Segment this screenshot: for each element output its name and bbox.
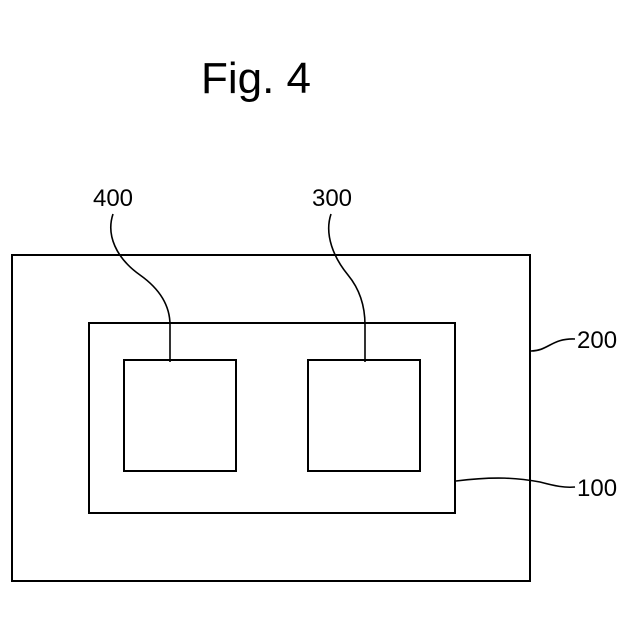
leader-line-100 — [456, 478, 575, 487]
left-square-400 — [124, 360, 236, 471]
leader-line-200 — [531, 339, 575, 351]
label-300: 300 — [312, 185, 352, 212]
leader-line-300 — [329, 214, 365, 362]
inner-box-100 — [89, 323, 455, 513]
label-400: 400 — [93, 185, 133, 212]
label-100: 100 — [577, 475, 617, 502]
right-square-300 — [308, 360, 420, 471]
label-200: 200 — [577, 327, 617, 354]
leader-line-400 — [111, 214, 170, 362]
figure-title: Fig. 4 — [201, 54, 311, 103]
